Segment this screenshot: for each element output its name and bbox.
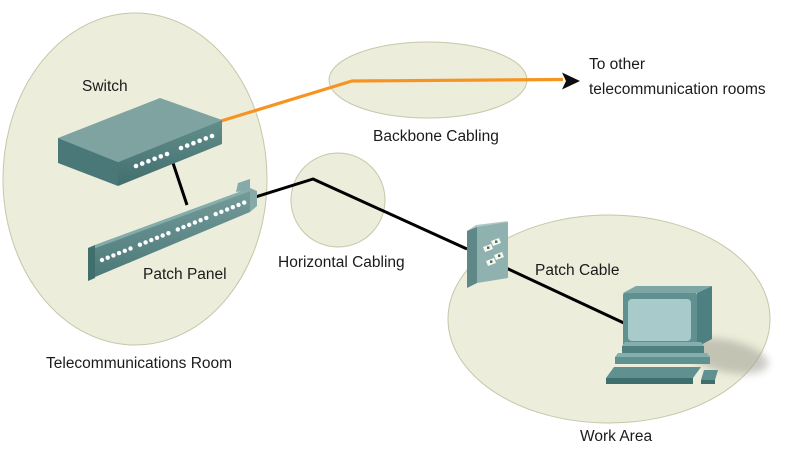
wall-jack-left-face [467, 227, 477, 288]
backbone-cable-line [220, 72, 580, 123]
keyboard-front [606, 378, 693, 384]
patch-panel-ports [99, 200, 247, 263]
horizontal-cabling-label: Horizontal Cabling [278, 254, 405, 271]
patch-panel-bevel [95, 188, 250, 249]
keyboard-top [606, 367, 701, 378]
wall-jack-port-holes [487, 240, 501, 263]
patch-panel-end-cap [88, 245, 95, 281]
arrow-right-icon [562, 72, 580, 90]
patch-cable-line [503, 265, 627, 326]
switch-ports [133, 133, 215, 169]
switch-left-face [58, 138, 118, 186]
stand-tier2-front [615, 357, 710, 364]
mouse-front [701, 380, 715, 384]
wall-jack-icon [467, 221, 508, 288]
monitor-right-face [697, 286, 712, 347]
patch-cable-label: Patch Cable [535, 262, 620, 279]
external-destination-line2: telecommunication rooms [589, 81, 766, 98]
backbone-cabling-label: Backbone Cabling [373, 128, 499, 145]
computer-shadow [685, 338, 769, 374]
wall-jack-front-face [477, 222, 508, 283]
external-destination-label: To other telecommunication rooms [589, 52, 766, 102]
switch-top-face [58, 98, 222, 162]
cables [169, 156, 627, 326]
patch-panel-icon [88, 179, 257, 281]
stand-tier1-top [622, 342, 704, 346]
patch-panel-right-face [250, 188, 257, 212]
horizontal-cable [248, 177, 468, 251]
switch-label: Switch [82, 78, 128, 95]
external-destination-line1: To other [589, 56, 646, 73]
monitor-top-face [623, 286, 712, 293]
backbone-cable [220, 77, 564, 123]
monitor-screen [628, 299, 691, 341]
patch-panel-label: Patch Panel [143, 266, 227, 283]
stand-tier1-front [622, 346, 704, 353]
horizontal-cabling-zone [290, 152, 386, 248]
patch-panel-body [95, 188, 250, 277]
telecommunications-room-label: Telecommunications Room [46, 355, 233, 372]
switch-to-panel-cable [169, 156, 189, 206]
network-switch-icon [58, 98, 222, 186]
patch-panel-bracket [236, 179, 250, 192]
stand-tier2-top [615, 353, 710, 357]
work-area-label: Work Area [580, 428, 653, 445]
mouse-top [701, 370, 718, 380]
switch-front-face [118, 120, 222, 186]
desktop-computer-icon [606, 286, 769, 384]
